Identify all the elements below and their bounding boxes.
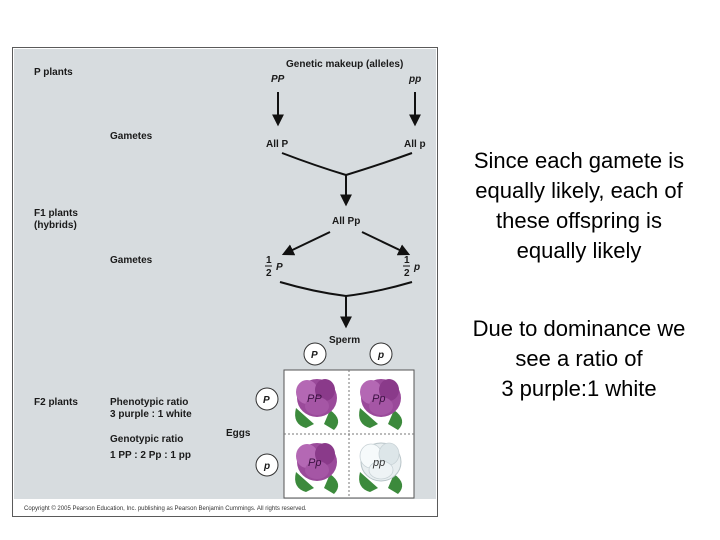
merge-line-2 [279,281,413,298]
gametes-label-1: Gametes [110,131,153,142]
copyright-text: Copyright © 2005 Pearson Education, Inc.… [24,505,307,512]
f2-plants-label: F2 plants [34,397,78,408]
parent-pp-recessive: pp [408,74,421,85]
explanation-equally-likely: Since each gamete is equally likely, eac… [440,146,718,266]
cell-genotype-bl: Pp [308,457,321,469]
merge-line-1 [281,152,413,177]
half-right-den: 2 [404,268,410,279]
explanation-line: equally likely, each of [475,178,683,203]
all-pp-f1: All Pp [332,216,360,227]
parent-pp-dominant: PP [271,74,285,85]
explanation-line: 3 purple:1 white [501,376,657,401]
sperm-circle-recessive [369,342,393,366]
flower-purple-tl [295,379,339,430]
cell-genotype-tr: Pp [372,393,385,405]
arrow-f1-left [281,231,331,256]
flower-purple-bl [295,443,339,494]
flower-white-br [359,442,403,494]
explanation-line: Due to dominance we [472,316,686,341]
eggs-label: Eggs [226,428,251,439]
sperm-label: Sperm [329,335,360,346]
p-plants-label: P plants [34,67,73,78]
explanation-line: see a ratio of [515,346,643,371]
sperm-allele-recessive: p [377,350,384,361]
explanation-line: equally likely [516,238,642,263]
f1-hybrids-label: (hybrids) [34,220,77,231]
half-right-num: 1 [404,255,410,266]
egg-allele-dominant: P [263,395,270,406]
f1-plants-label: F1 plants [34,208,78,219]
all-dominant-gametes: All P [266,139,289,150]
explanation-line: Since each gamete is [473,148,685,173]
half-right-allele: p [413,262,420,273]
phenotypic-ratio-value: 3 purple : 1 white [110,409,192,420]
half-left-num: 1 [266,255,272,266]
explanation-line: these offspring is [496,208,662,233]
arrow-f1-right [361,231,411,256]
gametes-label-2: Gametes [110,255,153,266]
cell-genotype-tl: PP [307,393,322,405]
genotypic-ratio-value: 1 PP : 2 Pp : 1 pp [110,450,191,461]
genetic-makeup-label: Genetic makeup (alleles) [286,59,403,70]
flower-purple-tr [359,379,403,430]
cell-genotype-br: pp [372,457,385,469]
explanation-dominance: Due to dominance we see a ratio of 3 pur… [440,314,718,404]
sperm-allele-dominant: P [311,350,318,361]
egg-allele-recessive: p [263,461,270,472]
all-recessive-gametes: All p [404,139,426,150]
half-left-den: 2 [266,268,272,279]
sperm-circle-dominant [303,342,327,366]
genotypic-ratio-label: Genotypic ratio [110,434,183,445]
half-left-allele: P [276,262,283,273]
phenotypic-ratio-label: Phenotypic ratio [110,397,188,408]
egg-circle-dominant [255,387,279,411]
egg-circle-recessive [255,453,279,477]
